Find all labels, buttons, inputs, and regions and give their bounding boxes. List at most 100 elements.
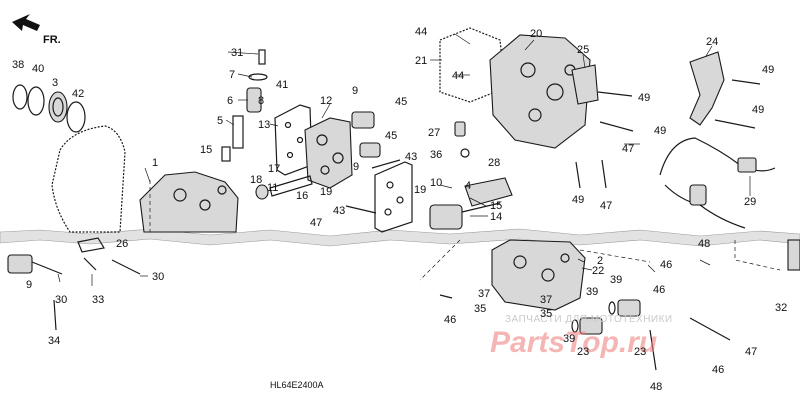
lower-valve-case — [491, 239, 586, 311]
callout-label: 49 — [752, 104, 764, 116]
valve-body-12 — [304, 117, 353, 189]
callout-label: 37 — [540, 294, 552, 306]
callout-label: 17 — [268, 163, 280, 175]
valve-spool-chain — [221, 49, 268, 162]
callout-label: 10 — [430, 177, 442, 189]
callout-label: 4 — [465, 180, 471, 192]
callout-label: 38 — [12, 59, 24, 71]
solenoid-28 — [429, 177, 513, 230]
callout-label: 46 — [660, 259, 672, 271]
pin-43-lower — [345, 205, 377, 214]
callout-label: 48 — [698, 238, 710, 250]
callout-label: 45 — [395, 96, 407, 108]
leader-lines — [57, 33, 751, 286]
callout-label: 44 — [415, 26, 427, 38]
callout-label: 27 — [428, 127, 440, 139]
valve-plate-16 — [374, 161, 413, 233]
left-cover-gasket — [51, 125, 126, 233]
callout-label: 7 — [229, 69, 235, 81]
pin-43-upper — [371, 159, 401, 169]
callout-label: 24 — [706, 36, 718, 48]
callout-label: 33 — [92, 294, 104, 306]
callout-label: 11 — [267, 182, 278, 194]
bracket-32 — [787, 239, 800, 271]
callout-label: 45 — [385, 130, 397, 142]
bolt-49-c — [714, 119, 756, 129]
callout-label: 9 — [26, 279, 32, 291]
callout-label: 46 — [712, 364, 724, 376]
callout-label: 31 — [231, 47, 243, 59]
callout-label: 18 — [250, 174, 262, 186]
callout-label: 12 — [320, 95, 332, 107]
guide-4 — [579, 249, 651, 263]
callout-label: 29 — [744, 196, 756, 208]
bolt-48-lower — [649, 329, 657, 371]
bolt-49-e — [575, 161, 581, 189]
solenoid-9-lower — [359, 142, 381, 158]
callout-label: 41 — [276, 79, 288, 91]
callout-label: 13 — [258, 119, 270, 131]
callout-label: 35 — [474, 303, 486, 315]
o-ring-36 — [460, 148, 470, 158]
sensor-27 — [454, 121, 466, 137]
callout-label: 43 — [333, 205, 345, 217]
callout-label: 47 — [745, 346, 757, 358]
callout-label: 16 — [296, 190, 308, 202]
callout-label: 15 — [490, 200, 502, 212]
callout-label: 39 — [610, 274, 622, 286]
bolt-47-a — [601, 159, 607, 189]
callout-label: 19 — [320, 186, 332, 198]
bolt-47-lower — [689, 317, 731, 341]
callout-label: 20 — [530, 28, 542, 40]
stay-24 — [689, 51, 725, 126]
callout-label: 15 — [200, 144, 212, 156]
callout-label: 39 — [563, 333, 575, 345]
bracket-25 — [571, 64, 599, 105]
callout-label: 26 — [116, 238, 128, 250]
guide-2 — [419, 239, 461, 281]
roller-18 — [255, 184, 269, 200]
callout-label: 49 — [654, 125, 666, 137]
watermark-brand: PartsTop.ru — [490, 326, 657, 359]
callout-label: 32 — [775, 302, 787, 314]
callout-label: 46 — [444, 314, 456, 326]
callout-label: 5 — [217, 115, 223, 127]
callout-label: 36 — [430, 149, 442, 161]
left-case-housing — [139, 171, 239, 233]
sensor-23-right — [608, 299, 641, 317]
bolt-49-a — [597, 91, 633, 97]
sensor-23-left — [571, 317, 603, 335]
callout-label: 44 — [452, 70, 464, 82]
callout-label: 43 — [405, 151, 417, 163]
callout-label: 23 — [634, 346, 646, 358]
callout-label: 48 — [650, 381, 662, 393]
main-case-20 — [489, 34, 591, 149]
callout-label: 47 — [622, 143, 634, 155]
callout-label: 22 — [592, 265, 604, 277]
callout-label: 46 — [653, 284, 665, 296]
watermark-tagline: ЗАПЧАСТИ ДЛЯ МОТОТЕХНИКИ — [505, 314, 673, 325]
seal-rings — [12, 84, 86, 133]
callout-label: 6 — [227, 95, 233, 107]
callout-label: 21 — [415, 55, 427, 67]
callout-label: 23 — [577, 346, 589, 358]
bolt-46-lower — [439, 294, 453, 299]
callout-label: 49 — [572, 194, 584, 206]
callout-label: 30 — [152, 271, 164, 283]
callout-label: 2 — [597, 255, 603, 267]
callout-label: 35 — [540, 308, 552, 320]
callout-label: 40 — [32, 63, 44, 75]
wire-harness-29 — [659, 137, 776, 229]
bolt-49-b — [599, 121, 634, 132]
diagram-code: HL64E2400A — [270, 380, 324, 390]
callout-label: 9 — [353, 161, 359, 173]
callout-label: 8 — [258, 95, 264, 107]
callout-label: 19 — [414, 184, 426, 196]
guide-3 — [734, 240, 781, 271]
front-arrow-icon — [12, 14, 40, 31]
break-band — [0, 228, 800, 247]
callout-label: 9 — [352, 85, 358, 97]
bolt-49-d — [731, 79, 761, 85]
